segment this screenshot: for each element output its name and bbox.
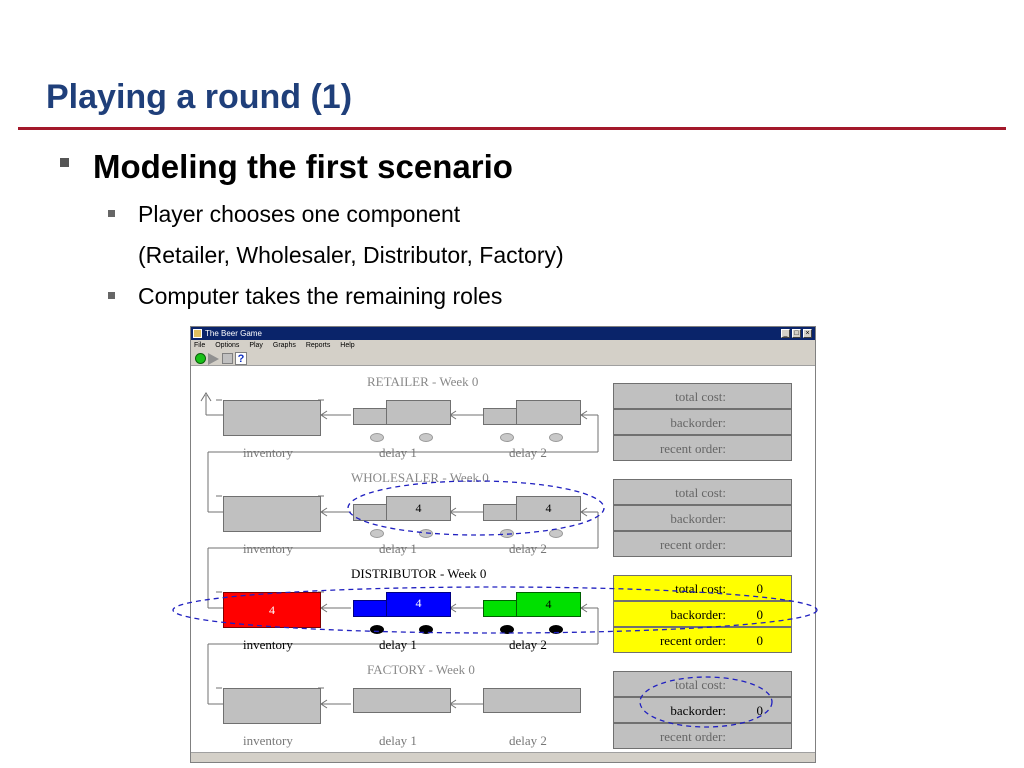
menu-play[interactable]: Play: [249, 342, 263, 349]
distributor-delay2-label: delay 2: [509, 637, 547, 652]
bullet-text: Player chooses one component: [138, 201, 461, 227]
wholesaler-stats-panel: total cost: backorder: recent order:: [613, 479, 792, 557]
retailer-delay1-box: [386, 400, 451, 425]
wholesaler-inventory-box[interactable]: [223, 496, 321, 532]
retailer-total-cost-row: total cost:: [613, 383, 792, 409]
wholesaler-backorder-row: backorder:: [613, 505, 792, 531]
wholesaler-delay1-label: delay 1: [379, 541, 417, 556]
wholesaler-delay2-value: 4: [545, 501, 552, 515]
wholesaler-delay1-value: 4: [415, 501, 422, 515]
bullet-level2: Computer takes the remaining roles: [108, 283, 503, 310]
retailer-delay2-label: delay 2: [509, 445, 547, 460]
bullet-square-icon: [108, 292, 115, 299]
retailer-stats-panel: total cost: backorder: recent order:: [613, 383, 792, 461]
step-icon[interactable]: [208, 353, 219, 365]
retailer-backorder-row: backorder:: [613, 409, 792, 435]
menu-bar: File Options Play Graphs Reports Help: [191, 340, 815, 351]
maximize-button[interactable]: □: [792, 329, 801, 338]
wholesaler-recent-order-row: recent order:: [613, 531, 792, 557]
bullet-square-icon: [60, 158, 69, 167]
distributor-recent-order-row: recent order:0: [613, 627, 792, 653]
bullet-text: Computer takes the remaining roles: [138, 283, 503, 309]
distributor-order-box-2: [483, 600, 517, 617]
distributor-backorder-row: backorder:0: [613, 601, 792, 627]
toolbar: ?: [191, 351, 815, 366]
menu-options[interactable]: Options: [215, 342, 240, 349]
retailer-truck-icon: [419, 433, 433, 442]
retailer-delay1-label: delay 1: [379, 445, 417, 460]
factory-stats-panel: total cost: backorder:0 recent order:: [613, 671, 792, 749]
retailer-order-box-1: [353, 408, 387, 425]
factory-delay2-label: delay 2: [509, 733, 547, 748]
distributor-truck-icon: [549, 625, 563, 634]
bullet-text: Modeling the first scenario: [93, 148, 513, 185]
app-icon: [193, 329, 202, 338]
retailer-recent-order-row: recent order:: [613, 435, 792, 461]
menu-file[interactable]: File: [194, 342, 206, 349]
stage-title-factory: FACTORY - Week 0: [367, 662, 475, 677]
window-titlebar[interactable]: The Beer Game _ □ ×: [191, 327, 815, 340]
factory-recent-order-row: recent order:: [613, 723, 792, 749]
retailer-order-box-2: [483, 408, 517, 425]
wholesaler-truck-icon: [500, 529, 514, 538]
stage-title-wholesaler: WHOLESALER - Week 0: [351, 470, 489, 485]
retailer-inventory-box[interactable]: [223, 400, 321, 436]
stage-title-distributor: DISTRIBUTOR - Week 0: [351, 566, 487, 581]
app-window: The Beer Game _ □ × File Options Play Gr…: [190, 326, 816, 763]
distributor-order-box-1: [353, 600, 387, 617]
distributor-inventory-label: inventory: [243, 637, 293, 652]
factory-delay1-label: delay 1: [379, 733, 417, 748]
retailer-inventory-label: inventory: [243, 445, 293, 460]
wholesaler-truck-icon: [549, 529, 563, 538]
factory-delay1-box: [353, 688, 451, 713]
distributor-delay1-value: 4: [415, 596, 422, 610]
status-bar: [191, 752, 815, 762]
distributor-truck-icon: [370, 625, 384, 634]
menu-help[interactable]: Help: [340, 342, 355, 349]
minimize-button[interactable]: _: [781, 329, 790, 338]
bullet-continuation: (Retailer, Wholesaler, Distributor, Fact…: [138, 242, 564, 269]
bullet-text: (Retailer, Wholesaler, Distributor, Fact…: [138, 242, 564, 268]
factory-inventory-box[interactable]: [223, 688, 321, 724]
distributor-truck-icon: [500, 625, 514, 634]
slide-title: Playing a round (1): [46, 78, 353, 116]
wholesaler-delay2-label: delay 2: [509, 541, 547, 556]
bullet-square-icon: [108, 210, 115, 217]
play-icon[interactable]: [195, 353, 206, 364]
retailer-truck-icon: [549, 433, 563, 442]
wholesaler-truck-icon: [419, 529, 433, 538]
distributor-total-cost-row: total cost:0: [613, 575, 792, 601]
retailer-truck-icon: [500, 433, 514, 442]
distributor-inventory-value: 4: [269, 603, 275, 617]
wholesaler-order-box-2: [483, 504, 517, 521]
menu-reports[interactable]: Reports: [305, 342, 331, 349]
wholesaler-truck-icon: [370, 529, 384, 538]
wholesaler-inventory-label: inventory: [243, 541, 293, 556]
distributor-delay1-label: delay 1: [379, 637, 417, 652]
distributor-delay2-value: 4: [545, 597, 552, 611]
retailer-truck-icon: [370, 433, 384, 442]
wholesaler-total-cost-row: total cost:: [613, 479, 792, 505]
stop-icon[interactable]: [222, 353, 233, 364]
stage-title-retailer: RETAILER - Week 0: [367, 374, 479, 389]
window-title: The Beer Game: [205, 329, 262, 338]
factory-delay2-box: [483, 688, 581, 713]
factory-backorder-row: backorder:0: [613, 697, 792, 723]
retailer-delay2-box: [516, 400, 581, 425]
customer-arrow-icon: [200, 392, 212, 415]
factory-total-cost-row: total cost:: [613, 671, 792, 697]
menu-graphs[interactable]: Graphs: [272, 342, 296, 349]
distributor-truck-icon: [419, 625, 433, 634]
distributor-stats-panel: total cost:0 backorder:0 recent order:0: [613, 575, 792, 653]
factory-inventory-label: inventory: [243, 733, 293, 748]
close-button[interactable]: ×: [803, 329, 812, 338]
help-icon[interactable]: ?: [235, 352, 247, 365]
wholesaler-order-box-1: [353, 504, 387, 521]
game-board: RETAILER - Week 0 inventory delay 1 dela…: [191, 367, 815, 754]
title-rule: [18, 127, 1006, 130]
bullet-level2: Player chooses one component: [108, 201, 461, 228]
